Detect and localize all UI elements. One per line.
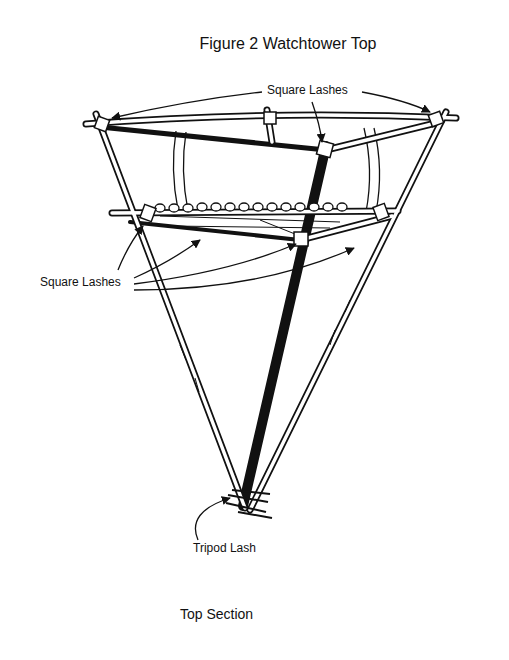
pole-fill [326,122,440,150]
back-pole [100,127,326,150]
tripod-lash [232,490,270,494]
railing-rope [173,128,379,212]
back-pole [130,222,300,240]
floor-slat [225,203,235,211]
callout-label: Square Lashes [265,83,350,97]
floor-slat [155,203,347,212]
leader-arrow [112,92,262,118]
floor-slat [309,203,319,211]
floor-slat [211,203,221,211]
floor-slat-line [160,216,340,236]
callout-label: Square Lashes [38,275,123,289]
railing-rope [183,132,188,211]
floor-slat [169,204,179,212]
tripod-lash [238,512,272,518]
lash-mark [316,140,333,157]
lash-mark [294,232,308,246]
back-pole [243,146,326,506]
lash-mark [94,111,443,246]
lash-mark [373,203,389,220]
back-pole [100,127,326,506]
lash-mark [140,204,156,221]
floor-slat-line [170,226,330,228]
pole-fill [96,114,245,508]
floor-slat [267,203,277,211]
leader-arrow [362,92,430,112]
callout-label: Tripod Lash [191,541,258,555]
lash-mark [428,111,443,126]
figure-title: Figure 2 Watchtower Top [198,34,379,53]
pole-fill [250,112,446,510]
pole-texture [180,345,186,360]
floor-slat [295,203,305,211]
leader-arrow [112,92,430,540]
leader-arrow [134,240,200,278]
floor-slat-line [160,216,340,222]
leader-arrow [134,248,354,290]
pole-fill [86,110,456,510]
floor-slat [337,203,347,211]
floor-slat [281,203,291,211]
leader-arrow [118,226,143,270]
pole-texture [195,378,199,392]
floor-slat [183,204,193,212]
pole-texture [330,330,335,345]
lash-mark [264,112,276,124]
tripod-lash [228,495,268,502]
leader-arrow [195,498,230,540]
section-caption: Top Section [178,606,255,623]
floor-slat [323,203,333,211]
pole-texture [345,300,350,312]
lash-mark [94,116,109,131]
tripod-lash [226,503,266,512]
leader-arrow [312,102,322,142]
leader-arrow [134,244,296,284]
floor-slat [239,203,249,211]
floor-slat [197,203,207,211]
pole-outline [86,110,456,510]
pole-outline [96,114,245,508]
tripod-lash [226,490,272,518]
floor-slat [253,203,263,211]
railing-rope [173,131,178,210]
pole-outline [250,112,446,510]
pole-outline [326,122,440,150]
pole-texture [180,300,350,392]
